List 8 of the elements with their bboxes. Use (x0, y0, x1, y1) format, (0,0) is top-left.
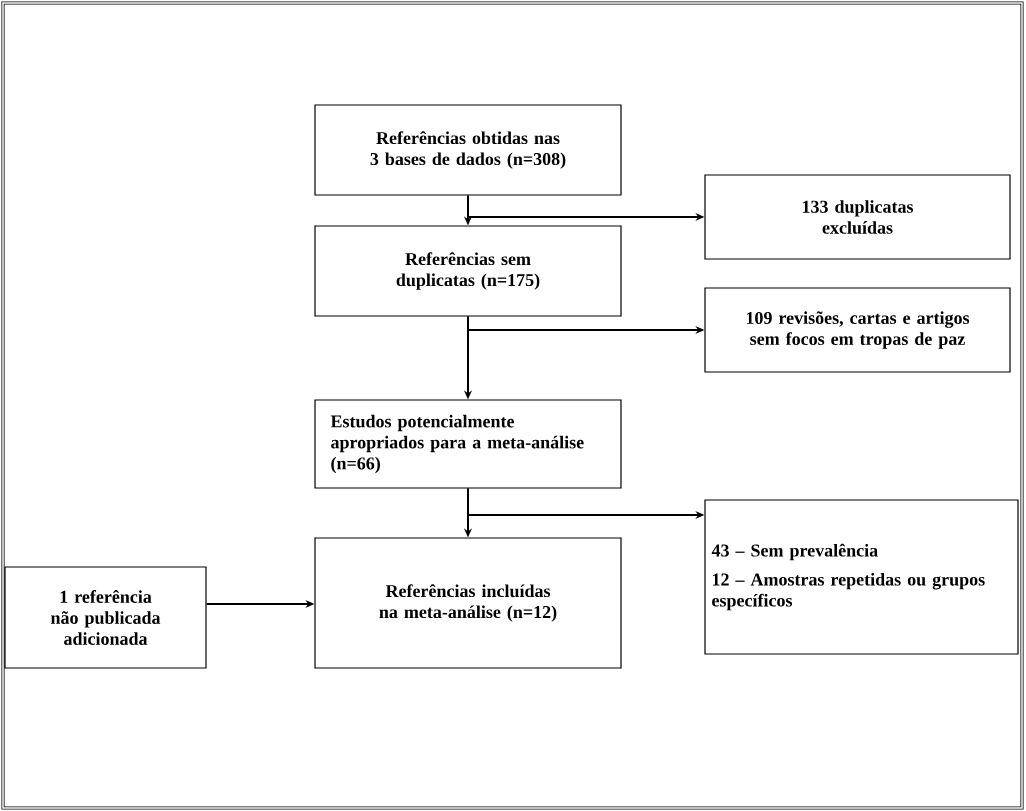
process-box: 133 duplicatas excluídas (704, 174, 1011, 260)
process-box: Referências sem duplicatas (n=175) (314, 225, 622, 317)
process-box: Referências obtidas nas 3 bases de dados (n=308) (314, 104, 622, 196)
process-box: 1 referência não publicada adicionada (4, 566, 207, 669)
process-box: 43 – Sem prevalência 12 – Amostras repetidas ou grupos específicos (704, 499, 1019, 655)
process-box: Estudos potencialmente apropriados para a meta-análise (n=66) (314, 399, 622, 489)
process-box: Referências incluídas na meta-análise (n=12) (314, 537, 622, 669)
process-box: 109 revisões, cartas e artigos sem focos em tropas de paz (704, 287, 1011, 373)
